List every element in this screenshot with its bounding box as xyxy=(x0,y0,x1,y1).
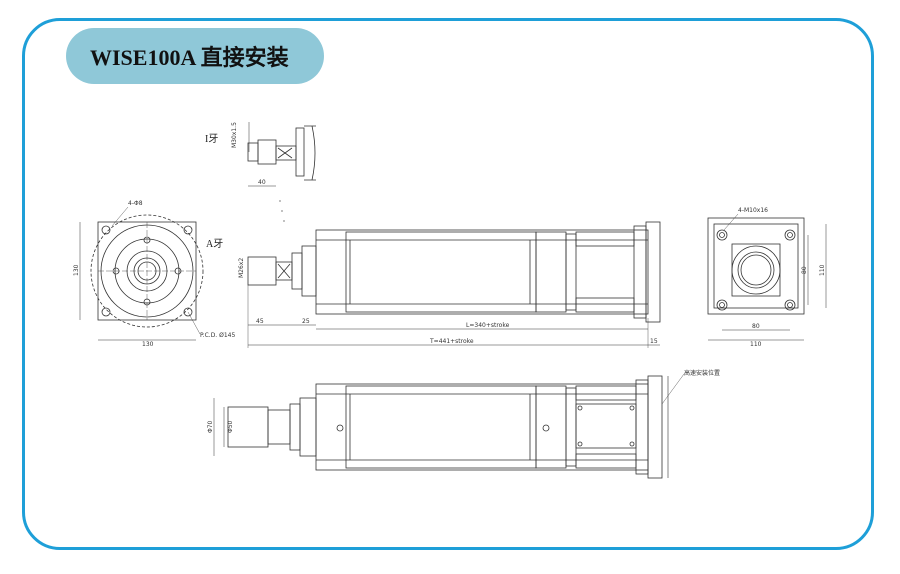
detail-i-label: I牙 xyxy=(205,133,218,145)
left-flange-holes: 4-Φ8 xyxy=(128,200,143,207)
left-flange-height: 130 xyxy=(73,264,80,276)
left-flange-width: 130 xyxy=(142,341,154,348)
bottom-dia-inner: Φ50 xyxy=(227,420,234,433)
right-flange-inner-v: 80 xyxy=(801,266,808,274)
detail-i-thread-text: M30x1.5 xyxy=(231,122,238,148)
right-flange-outer-v: 110 xyxy=(819,264,826,276)
left-flange-view: 4-Φ8 130 130 P.C.D. Ø145 xyxy=(73,200,235,348)
title-pill xyxy=(66,28,324,84)
left-flange-pcd: P.C.D. Ø145 xyxy=(200,332,235,339)
right-flange-inner-h: 80 xyxy=(752,323,760,330)
bottom-view: 高速安装位置 Φ70 Φ50 xyxy=(207,369,720,479)
outer-frame xyxy=(22,18,874,550)
detail-a-thread: M26x2 xyxy=(238,258,245,278)
right-flange-view: 4-M10x16 80 110 80 110 xyxy=(707,207,827,348)
page-title: WISE100A 直接安装 xyxy=(90,45,289,70)
detail-i-thread: I牙 M30x1.5 40 xyxy=(205,122,316,222)
side-dim-end: 15 xyxy=(650,338,658,345)
bottom-dia-outer: Φ70 xyxy=(207,420,214,433)
side-dim-45: 45 xyxy=(256,318,264,325)
right-flange-outer-h: 110 xyxy=(750,341,762,348)
detail-a-label: A牙 xyxy=(206,238,223,250)
side-dim-stroke: L=340+stroke xyxy=(466,322,510,329)
right-flange-holes: 4-M10x16 xyxy=(738,207,768,214)
bottom-motor-note: 高速安装位置 xyxy=(684,369,720,377)
detail-i-dim: 40 xyxy=(258,179,266,186)
side-view: A牙 M26x2 45 25 L=340+stroke T=441+stroke… xyxy=(206,221,661,348)
side-dim-total: T=441+stroke xyxy=(429,338,474,345)
side-dim-25: 25 xyxy=(302,318,310,325)
